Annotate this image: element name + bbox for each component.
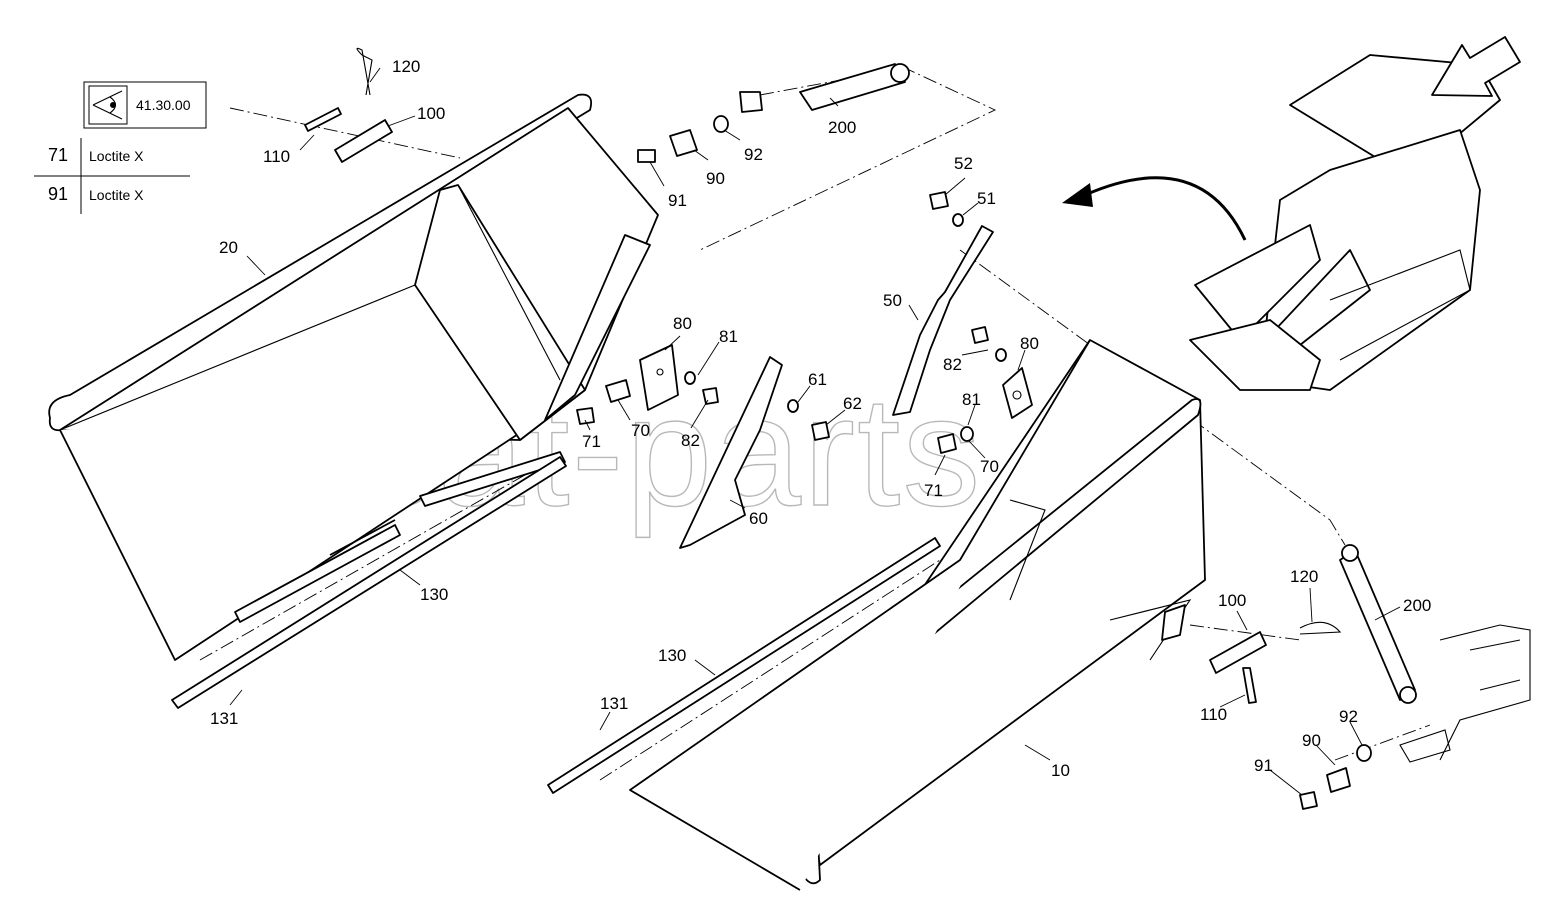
callout-51[interactable]: 51 [977, 189, 996, 208]
fasteners [576, 115, 1372, 810]
eye-icon-frame [88, 85, 128, 125]
paver-machine-thumbnail [1189, 54, 1501, 391]
callout-100[interactable]: 100 [1218, 591, 1246, 610]
callout-20[interactable]: 20 [219, 238, 238, 257]
legend-row-1-text: Loctite X [89, 148, 144, 164]
callout-10[interactable]: 10 [1051, 761, 1070, 780]
hinge-plate-50[interactable] [892, 225, 994, 416]
callout-71[interactable]: 71 [924, 481, 943, 500]
pin-100-left[interactable] [304, 47, 393, 163]
callout-82[interactable]: 82 [681, 431, 700, 450]
callout-120[interactable]: 120 [1290, 567, 1318, 586]
bracket-80-right[interactable] [1002, 367, 1033, 419]
left-hinge-rod[interactable] [171, 456, 567, 709]
callout-labels: 120 100 110 20 200 92 90 91 52 51 50 80 … [210, 57, 1431, 780]
callout-90[interactable]: 90 [706, 169, 725, 188]
view-reference-box[interactable]: 41.30.00 [83, 81, 207, 129]
callout-110[interactable]: 110 [1200, 705, 1227, 724]
callout-131[interactable]: 131 [210, 709, 238, 728]
legend-row-1-number: 71 [48, 145, 68, 165]
view-direction-arrow [1431, 36, 1521, 97]
rotation-arrow-icon [1062, 176, 1247, 241]
callout-130[interactable]: 130 [420, 585, 448, 604]
right-hinge-rod[interactable] [547, 537, 941, 794]
callout-91[interactable]: 91 [1254, 756, 1273, 775]
callout-60[interactable]: 60 [749, 509, 768, 528]
callout-leaders [229, 67, 1401, 796]
callout-92[interactable]: 92 [1339, 707, 1358, 726]
view-reference-code: 41.30.00 [136, 97, 191, 113]
callout-52[interactable]: 52 [954, 154, 973, 173]
legend-row-2-text: Loctite X [89, 187, 144, 203]
callout-81[interactable]: 81 [719, 327, 738, 346]
hydraulic-cylinder-200-top[interactable] [739, 63, 910, 113]
callout-62[interactable]: 62 [843, 394, 862, 413]
eye-icon [92, 90, 123, 120]
callout-71[interactable]: 71 [582, 432, 601, 451]
hinge-plate-60[interactable] [679, 356, 783, 549]
callout-80[interactable]: 80 [1020, 334, 1039, 353]
callout-81[interactable]: 81 [962, 390, 981, 409]
frame-mount-fragment [1399, 624, 1531, 763]
callout-61[interactable]: 61 [808, 370, 827, 389]
callout-91[interactable]: 91 [668, 191, 687, 210]
pin-100-right[interactable] [1209, 621, 1342, 704]
callout-130[interactable]: 130 [658, 646, 686, 665]
callout-92[interactable]: 92 [744, 145, 763, 164]
callout-120[interactable]: 120 [392, 57, 420, 76]
callout-100[interactable]: 100 [417, 104, 445, 123]
callout-200[interactable]: 200 [828, 118, 856, 137]
callout-70[interactable]: 70 [631, 421, 650, 440]
callout-131[interactable]: 131 [600, 694, 628, 713]
bracket-80-left[interactable] [639, 344, 679, 411]
callout-50[interactable]: 50 [883, 291, 902, 310]
callout-90[interactable]: 90 [1302, 731, 1321, 750]
callout-80[interactable]: 80 [673, 314, 692, 333]
callout-110[interactable]: 110 [263, 147, 290, 166]
callout-70[interactable]: 70 [980, 457, 999, 476]
legend-table: 71 Loctite X 91 Loctite X [34, 138, 190, 214]
legend-row-2-number: 91 [48, 184, 68, 204]
left-hopper-wing[interactable] [48, 93, 659, 661]
callout-82[interactable]: 82 [943, 355, 962, 374]
hydraulic-cylinder-200-right[interactable] [1339, 544, 1417, 704]
right-hopper-wing[interactable] [629, 339, 1206, 891]
callout-200[interactable]: 200 [1403, 596, 1431, 615]
